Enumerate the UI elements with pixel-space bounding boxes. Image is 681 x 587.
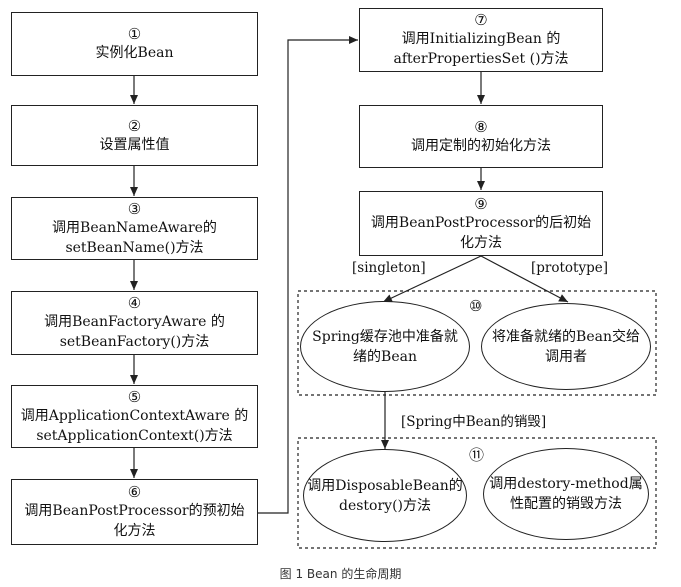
step-2-text: 设置属性值: [99, 136, 170, 153]
step-5-text-line2: setApplicationContext()方法: [36, 427, 233, 444]
step-3-box: ③ 调用BeanNameAware的 setBeanName()方法: [11, 197, 258, 260]
deliver-text-line2: 调用者: [545, 348, 587, 365]
disposable-text-line1: 调用DisposableBean的: [307, 477, 463, 494]
step-6-text-line1: 调用BeanPostProcessor的预初始: [24, 503, 245, 519]
step-7-number: ⑦: [474, 11, 488, 29]
step-6-text-line2: 化方法: [113, 523, 156, 539]
step-7-text-line1: 调用InitializingBean 的: [401, 31, 561, 47]
step-9-box: ⑨ 调用BeanPostProcessor的后初始 化方法: [359, 191, 603, 256]
step-2-number: ②: [127, 116, 142, 135]
cache-pool-ellipse: Spring缓存池中准备就 绪的Bean: [300, 301, 470, 392]
singleton-label: [singleton]: [352, 260, 426, 276]
arrow-singleton: [382, 255, 482, 303]
step-9-text-line1: 调用BeanPostProcessor的后初始: [370, 214, 592, 231]
cache-pool-text-line2: 绪的Bean: [353, 348, 417, 365]
step-8-text: 调用定制的初始化方法: [411, 137, 551, 154]
step-3-number: ③: [127, 199, 142, 218]
step-3-text-line2: setBeanName()方法: [65, 239, 204, 256]
arrow-prototype: [480, 255, 569, 303]
step-4-text-line1: 调用BeanFactoryAware 的: [44, 314, 225, 330]
step-3-text-line1: 调用BeanNameAware的: [52, 219, 217, 236]
step-5-number: ⑤: [127, 387, 142, 406]
step-5-box: ⑤ 调用ApplicationContextAware 的 setApplica…: [11, 385, 258, 448]
group-11-number: ⑪: [469, 446, 485, 464]
step-7-box: ⑦ 调用InitializingBean 的 afterPropertiesSe…: [359, 8, 603, 72]
step-1-number: ①: [127, 25, 142, 43]
disposable-bean-ellipse: 调用DisposableBean的 destory()方法: [303, 449, 467, 542]
destroy-method-text-line2: 性配置的销毁方法: [510, 496, 622, 512]
group-10-number: ⑩: [469, 297, 483, 315]
step-9-text-line2: 化方法: [460, 234, 502, 251]
step-8-box: ⑧ 调用定制的初始化方法: [359, 105, 603, 168]
destroy-method-text-line1: 调用destory-method属: [489, 476, 643, 492]
destroy-label: [Spring中Bean的销毁]: [401, 414, 547, 430]
group-10-frame: [297, 290, 657, 396]
step-5-text-line1: 调用ApplicationContextAware 的: [20, 407, 249, 424]
figure-caption: 图 1 Bean 的生命周期: [279, 567, 402, 581]
step-6-box: ⑥ 调用BeanPostProcessor的预初始 化方法: [11, 479, 258, 545]
destroy-method-ellipse: 调用destory-method属 性配置的销毁方法: [483, 448, 649, 540]
step-1-text: 实例化Bean: [95, 45, 174, 61]
step-8-number: ⑧: [474, 117, 488, 136]
step-1-box: ① 实例化Bean: [11, 12, 258, 76]
prototype-label: [prototype]: [531, 260, 608, 276]
step-2-box: ② 设置属性值: [11, 105, 258, 166]
step-9-number: ⑨: [474, 194, 488, 213]
arrow-6-7: [258, 36, 358, 514]
step-4-number: ④: [127, 294, 142, 312]
cache-pool-text-line1: Spring缓存池中准备就: [312, 328, 458, 345]
step-4-box: ④ 调用BeanFactoryAware 的 setBeanFactory()方…: [11, 291, 258, 355]
step-6-number: ⑥: [127, 483, 142, 501]
disposable-text-line2: destory()方法: [338, 497, 431, 514]
step-7-text-line2: afterPropertiesSet ()方法: [393, 51, 569, 67]
deliver-to-caller-ellipse: 将准备就绪的Bean交给 调用者: [481, 303, 651, 390]
step-4-text-line2: setBeanFactory()方法: [59, 334, 210, 350]
deliver-text-line1: 将准备就绪的Bean交给: [492, 328, 640, 345]
